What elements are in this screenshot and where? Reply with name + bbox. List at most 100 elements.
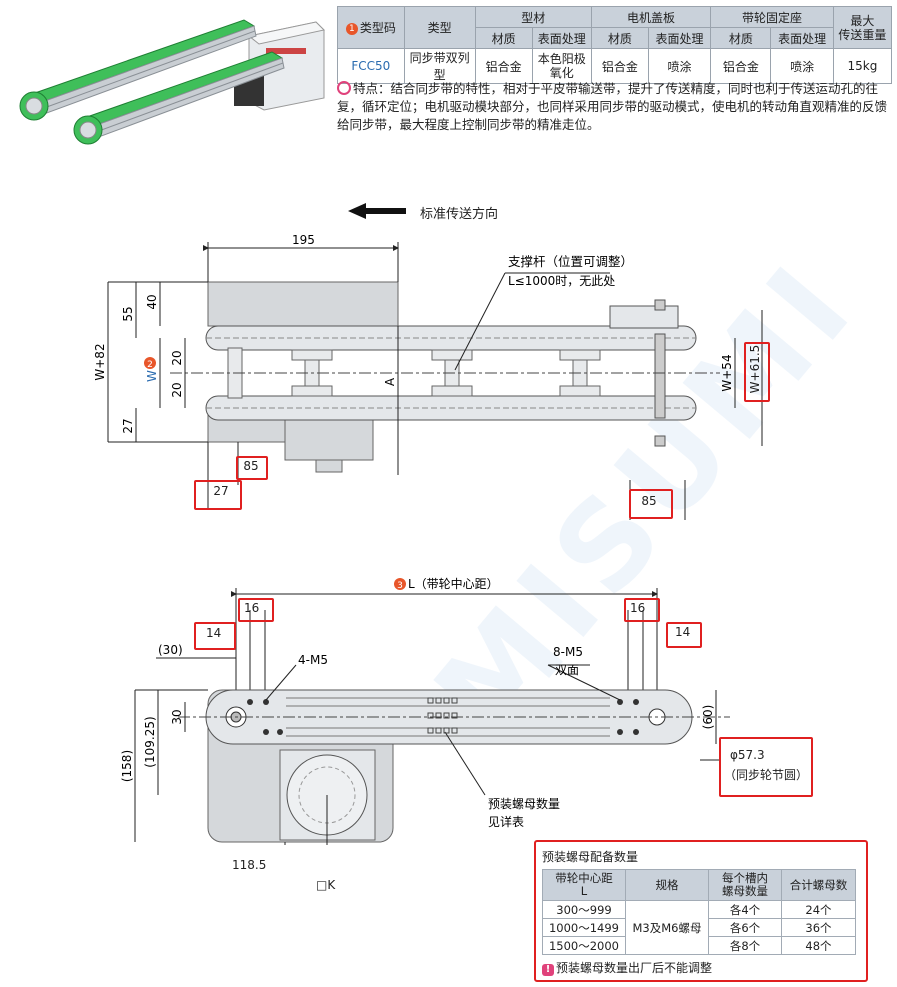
header-profile-surface: 表面处理 [531, 27, 592, 49]
nut-per-slot: 各6个 [708, 918, 782, 937]
nut-per-slot: 各4个 [708, 900, 782, 919]
dim-20b: 20 [170, 382, 184, 397]
dim-195: 195 [292, 233, 315, 247]
dim-14-right: 14 [675, 625, 691, 639]
nut-header-spec: 规格 [625, 869, 709, 901]
redbox-16-left [238, 598, 274, 622]
front-conveyor [73, 51, 285, 145]
dim-l: L（带轮中心距） [408, 576, 499, 591]
dim-1185: 118.5 [232, 858, 267, 872]
redbox-27-bottom [194, 480, 242, 510]
dim-40: 40 [145, 294, 159, 309]
hole8-label-1: 8-M5 [553, 645, 583, 659]
cell-seat-surface: 喷涂 [770, 48, 834, 84]
rear-conveyor [19, 19, 257, 121]
cell-type: 同步带双列型 [403, 48, 476, 84]
dim-85-right: 85 [641, 494, 657, 508]
redbox-85-left [236, 456, 268, 480]
hole8-label-2: 双面 [555, 663, 579, 677]
header-pulley-seat: 带轮固定座 [710, 6, 834, 28]
header-seat-material: 材质 [710, 27, 772, 49]
dim-w615: W+61.5 [748, 344, 762, 394]
nut-total: 36个 [781, 918, 856, 937]
dim-w: W [145, 370, 159, 382]
nut-total: 48个 [781, 936, 856, 955]
dim-85-left: 85 [243, 459, 259, 473]
cell-model-code: FCC50 [337, 48, 405, 84]
cell-seat-material: 铝合金 [710, 48, 772, 84]
dim-158: (158) [120, 750, 134, 782]
nut-range: 1500～2000 [542, 936, 626, 955]
direction-arrow-icon [348, 203, 406, 219]
dim-20a: 20 [170, 350, 184, 365]
dim-60: (60) [701, 705, 715, 730]
header-type: 类型 [403, 6, 476, 49]
side-view-drawing: 3 L（带轮中心距） (30) 4-M5 8-M5 双面 30 (109.25)… [120, 576, 730, 845]
nut-table-panel: 预装螺母配备数量 带轮中心距 L 规格 每个槽内 螺母数量 合计螺母数 300～… [534, 840, 868, 982]
header-cover-material: 材质 [590, 27, 649, 49]
dim-55: 55 [121, 306, 135, 321]
nut-note: !预装螺母数量出厂后不能调整 [542, 959, 866, 976]
dim-10925: (109.25) [143, 716, 157, 767]
dim-30-side: 30 [170, 709, 184, 724]
logo-strip [266, 48, 306, 54]
header-cover-surface: 表面处理 [647, 27, 712, 49]
feature-description: 特点：结合同步带的特性，相对于平皮带输送带，提升了传送精度，同时也利于传送运动孔… [337, 81, 888, 132]
cell-profile-surface: 本色阳极 氧化 [531, 48, 592, 84]
nut-total: 24个 [781, 900, 856, 919]
warning-icon: ! [542, 964, 554, 976]
redbox-pitch [719, 737, 813, 797]
direction-label: 标准传送方向 [420, 207, 499, 222]
nut-spec: M3及M6螺母 [625, 900, 709, 955]
dim-16-left: 16 [244, 601, 260, 615]
product-photo [19, 19, 326, 145]
header-motor-cover: 电机盖板 [590, 6, 712, 28]
dim-30-top: (30) [158, 643, 183, 657]
dim-w82: W+82 [93, 343, 107, 380]
support-label-1: 支撑杆（位置可调整） [508, 254, 633, 269]
badge-2: 2 [147, 360, 153, 370]
nut-range: 1000～1499 [542, 918, 626, 937]
nut-range: 300～999 [542, 900, 626, 919]
dim-27-bottom: 27 [213, 484, 229, 498]
nut-table: 带轮中心距 L 规格 每个槽内 螺母数量 合计螺母数 300～999 M3及M6… [542, 869, 856, 955]
redbox-14-right [666, 622, 702, 648]
header-profile-material: 材质 [474, 27, 533, 49]
nut-header-total: 合计螺母数 [781, 869, 856, 901]
dim-w54: W+54 [720, 354, 734, 391]
nut-per-slot: 各8个 [708, 936, 782, 955]
cell-cover-material: 铝合金 [590, 48, 649, 84]
nut-label-2: 见详表 [488, 814, 524, 829]
redbox-w615 [744, 342, 770, 402]
cell-max-load: 15kg [832, 48, 893, 84]
pitch-2: （同步轮节圆） [724, 768, 809, 782]
badge-3: 3 [397, 581, 403, 591]
cell-cover-surface: 喷涂 [647, 48, 712, 84]
cell-profile-material: 铝合金 [474, 48, 533, 84]
support-label-2: L≤1000时，无此处 [508, 274, 615, 288]
nut-header-l: 带轮中心距 L [542, 869, 626, 901]
nut-table-title: 预装螺母配备数量 [542, 850, 639, 864]
pitch-1: φ57.3 [730, 748, 765, 762]
header-max-load: 最大 传送重量 [832, 6, 893, 49]
dim-27-left: 27 [121, 418, 135, 433]
redbox-14-left [194, 622, 236, 650]
badge-2-icon [144, 357, 156, 369]
badge-1: 1 [345, 22, 358, 35]
header-profile: 型材 [474, 6, 592, 28]
dim-a: A [383, 377, 397, 386]
header-seat-surface: 表面处理 [770, 27, 834, 49]
table-row: 1500～2000 各8个 48个 [542, 936, 856, 955]
badge-3-icon [394, 578, 406, 590]
hole-label: 4-M5 [298, 653, 328, 667]
feature-ring-icon [337, 81, 351, 95]
dim-14-left: 14 [206, 626, 222, 640]
top-view-drawing: 195 55 40 W+82 2 W 20 20 27 A 支撑杆（位置可调整）… [93, 233, 763, 520]
table-row: FCC50 同步带双列型 铝合金 本色阳极 氧化 铝合金 喷涂 铝合金 喷涂 1… [337, 48, 893, 84]
redbox-85-right [629, 489, 673, 519]
redbox-16-right [624, 598, 660, 622]
table-row: 1000～1499 各6个 36个 [542, 918, 856, 937]
table-row: 300～999 M3及M6螺母 各4个 24个 [542, 900, 856, 955]
